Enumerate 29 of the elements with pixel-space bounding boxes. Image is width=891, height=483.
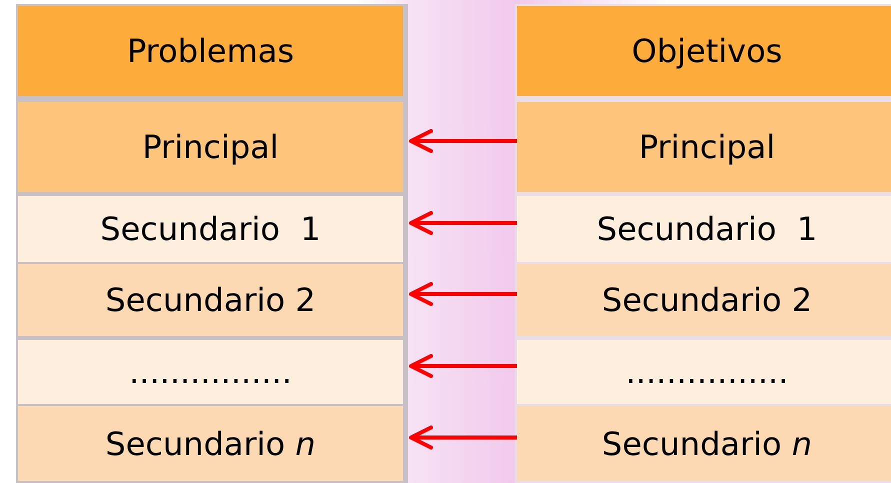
- cell-text: Secundario 2: [105, 280, 316, 321]
- cell-text: Secundario 1: [596, 209, 818, 250]
- cell-text: ................: [626, 352, 788, 393]
- cell-text: Principal: [142, 127, 279, 168]
- arrow: [409, 211, 517, 235]
- header-cell: [517, 6, 891, 96]
- cell-text: Secundario 2: [602, 280, 812, 321]
- table-cell: [517, 406, 891, 481]
- table-cell: [517, 340, 891, 404]
- header-cell: [18, 6, 403, 96]
- arrow: [409, 354, 517, 378]
- table-cell: [517, 196, 891, 262]
- table-cell: [18, 406, 403, 481]
- arrow: [409, 129, 517, 153]
- arrow: [409, 426, 517, 450]
- arrow: [409, 282, 517, 306]
- cell-text: Problemas: [126, 31, 294, 72]
- table-cell: [18, 196, 403, 262]
- cell-text: ................: [129, 352, 292, 393]
- table-cell: [18, 264, 403, 336]
- cell-text: Secundario 1: [100, 209, 321, 250]
- cell-text: Objetivos: [632, 31, 782, 72]
- table-cell: [517, 264, 891, 336]
- table-cell: [18, 340, 403, 404]
- table-cell: [18, 102, 403, 192]
- table-cell: [517, 102, 891, 192]
- cell-text: Secundario n: [602, 424, 812, 464]
- cell-text: Principal: [638, 127, 776, 168]
- cell-text: Secundario n: [105, 424, 316, 464]
